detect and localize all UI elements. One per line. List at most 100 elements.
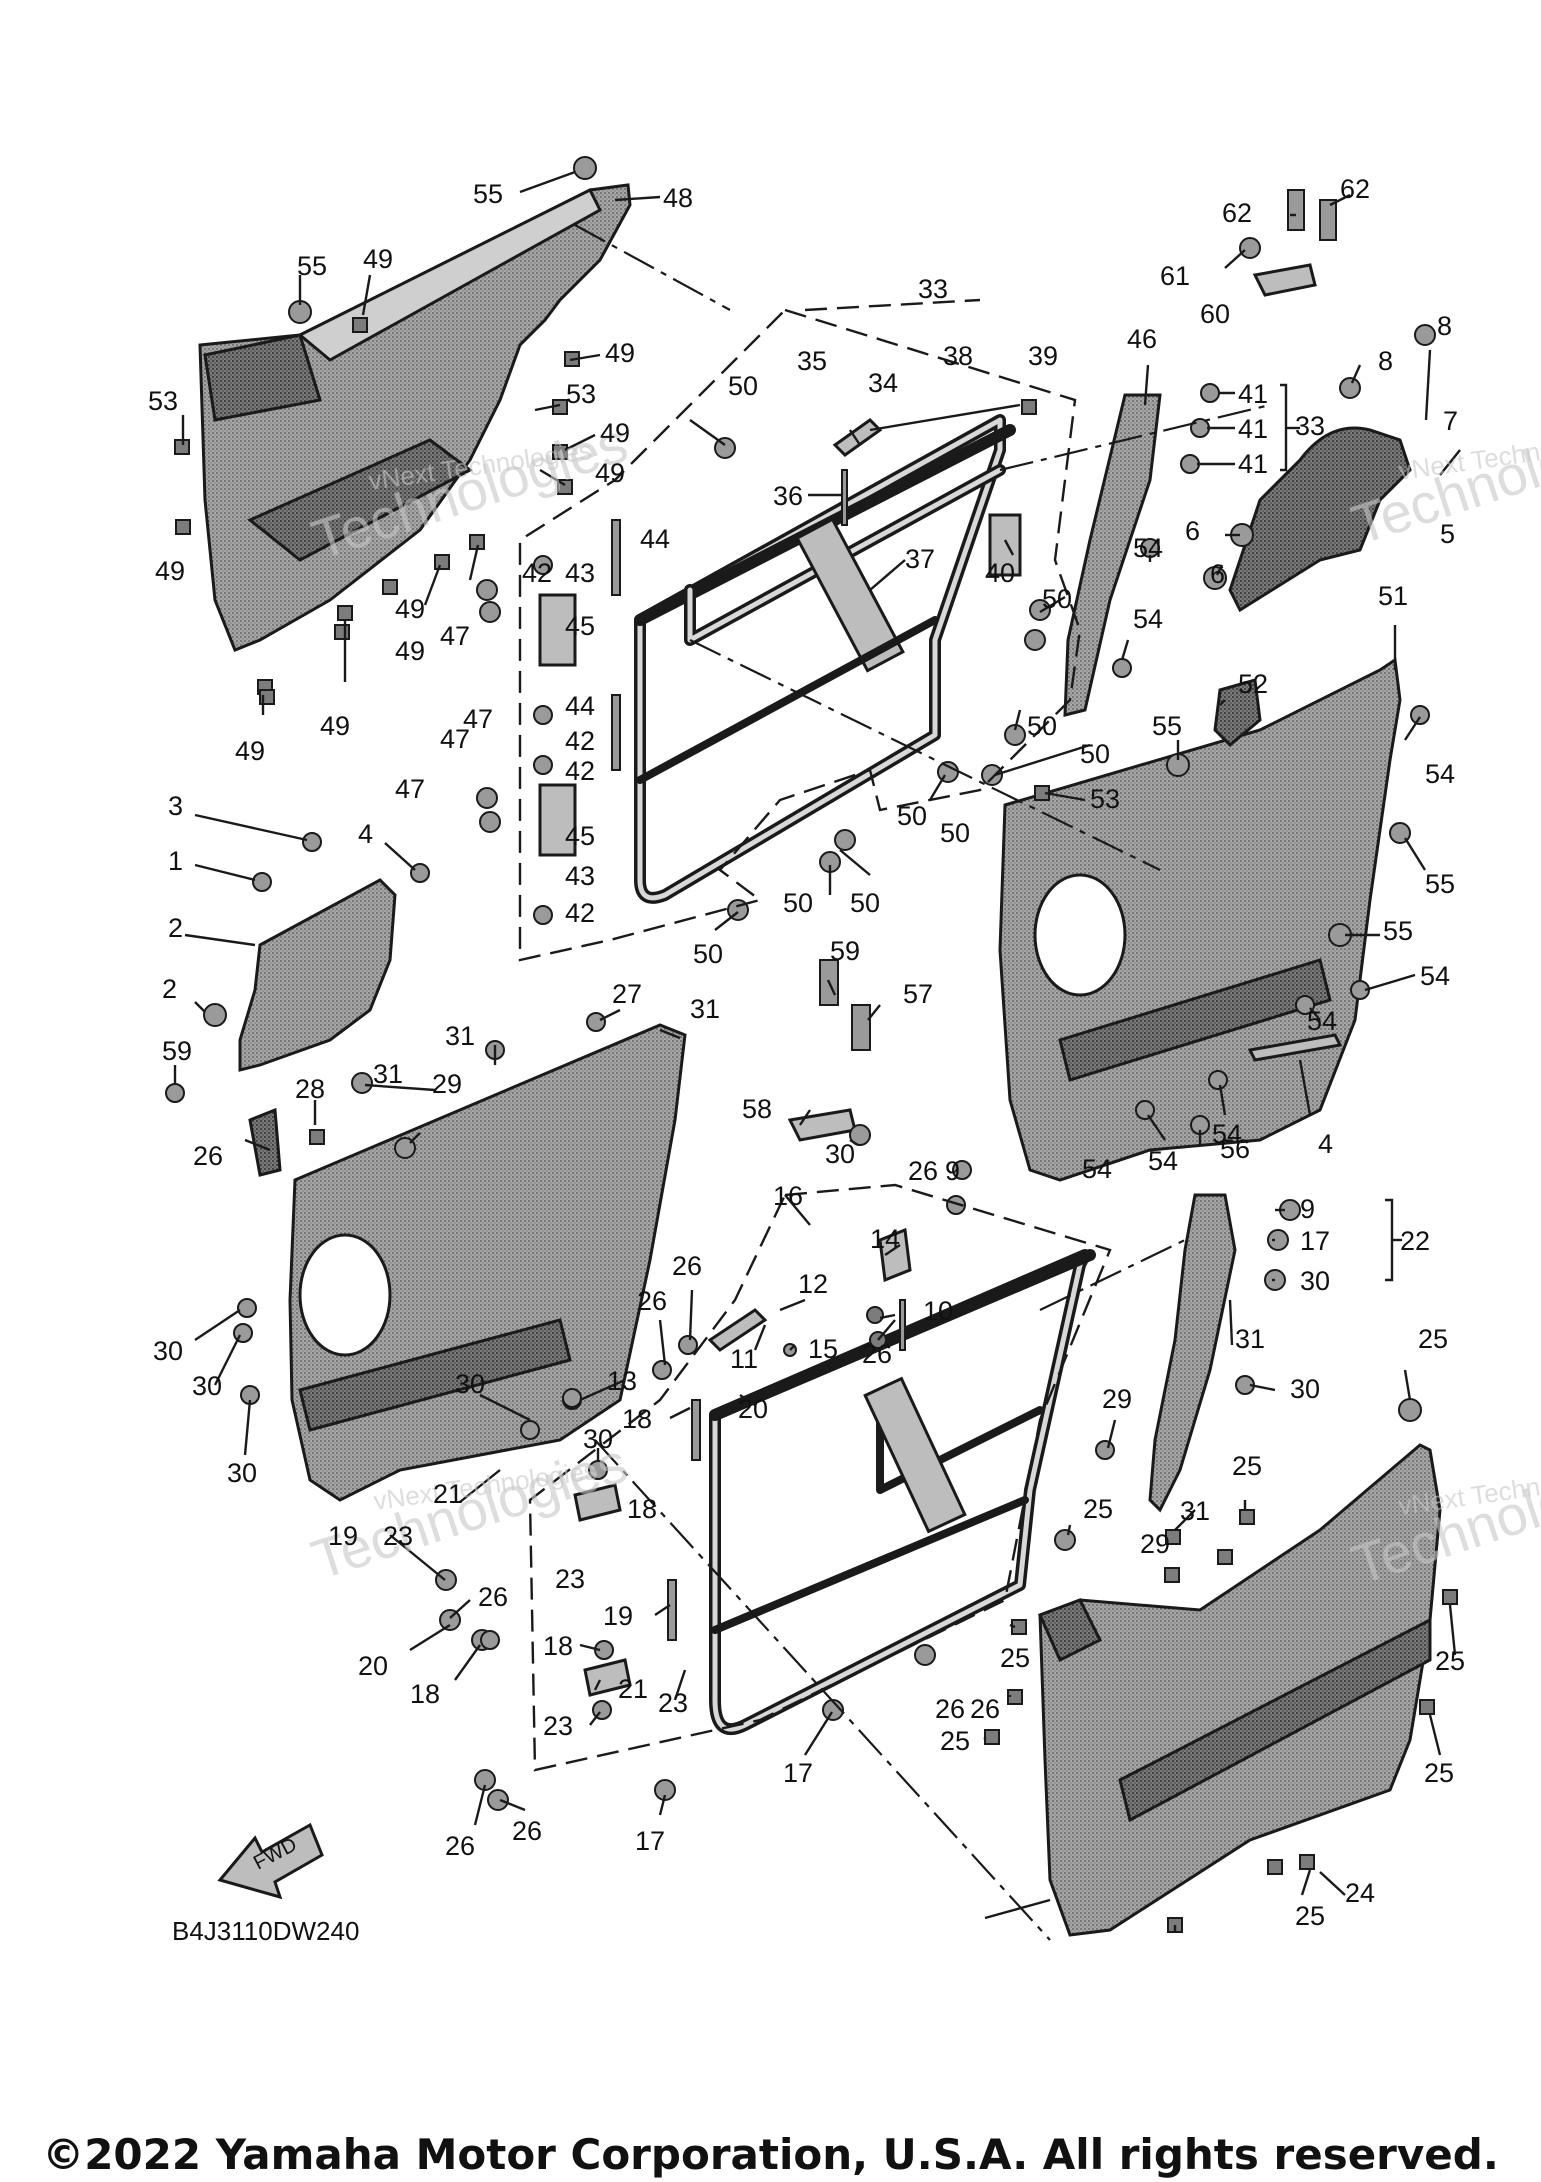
callout-label: 42 [522,558,552,588]
callout-label: 9 [1300,1194,1315,1224]
upper-hinge-assembly [476,519,621,925]
callout-label: 46 [1127,324,1157,354]
callout-label: 50 [1027,711,1057,741]
callout-label: 54 [1148,1146,1178,1176]
callout-label: 30 [153,1336,183,1366]
callout-label: 31 [1235,1324,1265,1354]
upper-trim-strip [1063,393,1162,717]
callout-label: 43 [565,558,595,588]
callout-label: 25 [1418,1324,1448,1354]
callout-label: 49 [395,636,425,666]
callout-label: 25 [1000,1643,1030,1673]
callout-label: 49 [155,556,185,586]
callout-label: 26 [862,1339,892,1369]
callout-label: 47 [440,724,470,754]
callout-label: 30 [227,1458,257,1488]
callout-label: 47 [440,621,470,651]
lower-door-frame [709,1249,1096,1736]
callout-label: 17 [1300,1226,1330,1256]
callout-label: 41 [1238,449,1268,479]
callout-label: 41 [1238,414,1268,444]
callout-label: 26 [935,1694,965,1724]
callout-label: 6 [1185,516,1200,546]
callout-label: 58 [742,1094,772,1124]
callout-label: 15 [808,1334,838,1364]
callout-label: 55 [473,179,503,209]
middle-hinge [787,959,871,1146]
callout-label: 54 [1212,1119,1242,1149]
callout-label: 1 [168,846,183,876]
callout-label: 23 [658,1688,688,1718]
callout-label: 54 [1307,1006,1337,1036]
upper-right-bracket [1228,426,1412,613]
callout-label: 55 [1152,711,1182,741]
callout-label: 30 [583,1424,613,1454]
callout-label: 19 [328,1521,358,1551]
callout-label: 33 [918,274,948,304]
leader-lines [173,170,1461,1932]
callout-label: 26 [637,1286,667,1316]
callout-label: 13 [607,1366,637,1396]
callout-label: 18 [543,1631,573,1661]
callout-label: 50 [850,888,880,918]
callout-labels: 55 48 55 49 53 49 53 49 49 49 49 49 49 4… [148,174,1465,1931]
callout-label: 50 [897,801,927,831]
callout-label: 49 [395,594,425,624]
callout-label: 50 [1080,739,1110,769]
callout-label: 54 [1133,604,1163,634]
callout-label: 33 [1295,411,1325,441]
callout-label: 2 [162,974,177,1004]
callout-label: 21 [618,1674,648,1704]
callout-label: 35 [797,346,827,376]
callout-label: 49 [600,418,630,448]
callout-label: 49 [320,711,350,741]
group-outlines [518,224,1271,1941]
callout-label: 54 [1082,1154,1112,1184]
callout-label: 43 [565,861,595,891]
callout-label: 23 [383,1521,413,1551]
callout-label: 10 [923,1296,953,1326]
forward-direction-arrow: FWD [217,1822,324,1900]
callout-label: 11 [730,1344,758,1374]
callout-label: 26 [193,1141,223,1171]
callout-label: 29 [1140,1529,1170,1559]
callout-label: 62 [1340,174,1370,204]
callout-label: 26 [512,1816,542,1846]
callout-label: 31 [445,1021,475,1051]
callout-label: 54 [1133,533,1163,563]
callout-label: 24 [1345,1878,1375,1908]
callout-label: 37 [905,544,935,574]
callout-label: 50 [783,888,813,918]
upper-right-door-panel [998,657,1402,1182]
callout-label: 26 [908,1156,938,1186]
callout-label: 48 [663,183,693,213]
lower-right-door-panel [1037,1443,1442,1937]
callout-label: 22 [1400,1226,1430,1256]
callout-label: 8 [1437,311,1452,341]
lower-left-door-panel [248,1023,687,1502]
callout-label: 30 [1290,1374,1320,1404]
callout-label: 49 [235,736,265,766]
callout-label: 17 [783,1758,813,1788]
side-cover [238,878,397,1072]
callout-label: 59 [162,1036,192,1066]
callout-label: 18 [622,1404,652,1434]
callout-label: 53 [1090,784,1120,814]
callout-label: 26 [672,1251,702,1281]
callout-label: 31 [373,1059,403,1089]
callout-label: 53 [566,379,596,409]
callout-label: 26 [445,1831,475,1861]
group-brackets [1280,383,1402,1282]
callout-label: 49 [363,244,393,274]
callout-label: 9 [945,1156,960,1186]
top-right-hinge [1239,189,1337,297]
callout-label: 4 [358,819,373,849]
callout-label: 23 [555,1564,585,1594]
callout-label: 3 [168,791,183,821]
callout-label: 17 [635,1826,665,1856]
callout-label: 55 [297,251,327,281]
callout-label: 19 [603,1601,633,1631]
callout-label: 4 [1318,1129,1333,1159]
callout-label: 2 [168,913,183,943]
callout-label: 26 [478,1582,508,1612]
